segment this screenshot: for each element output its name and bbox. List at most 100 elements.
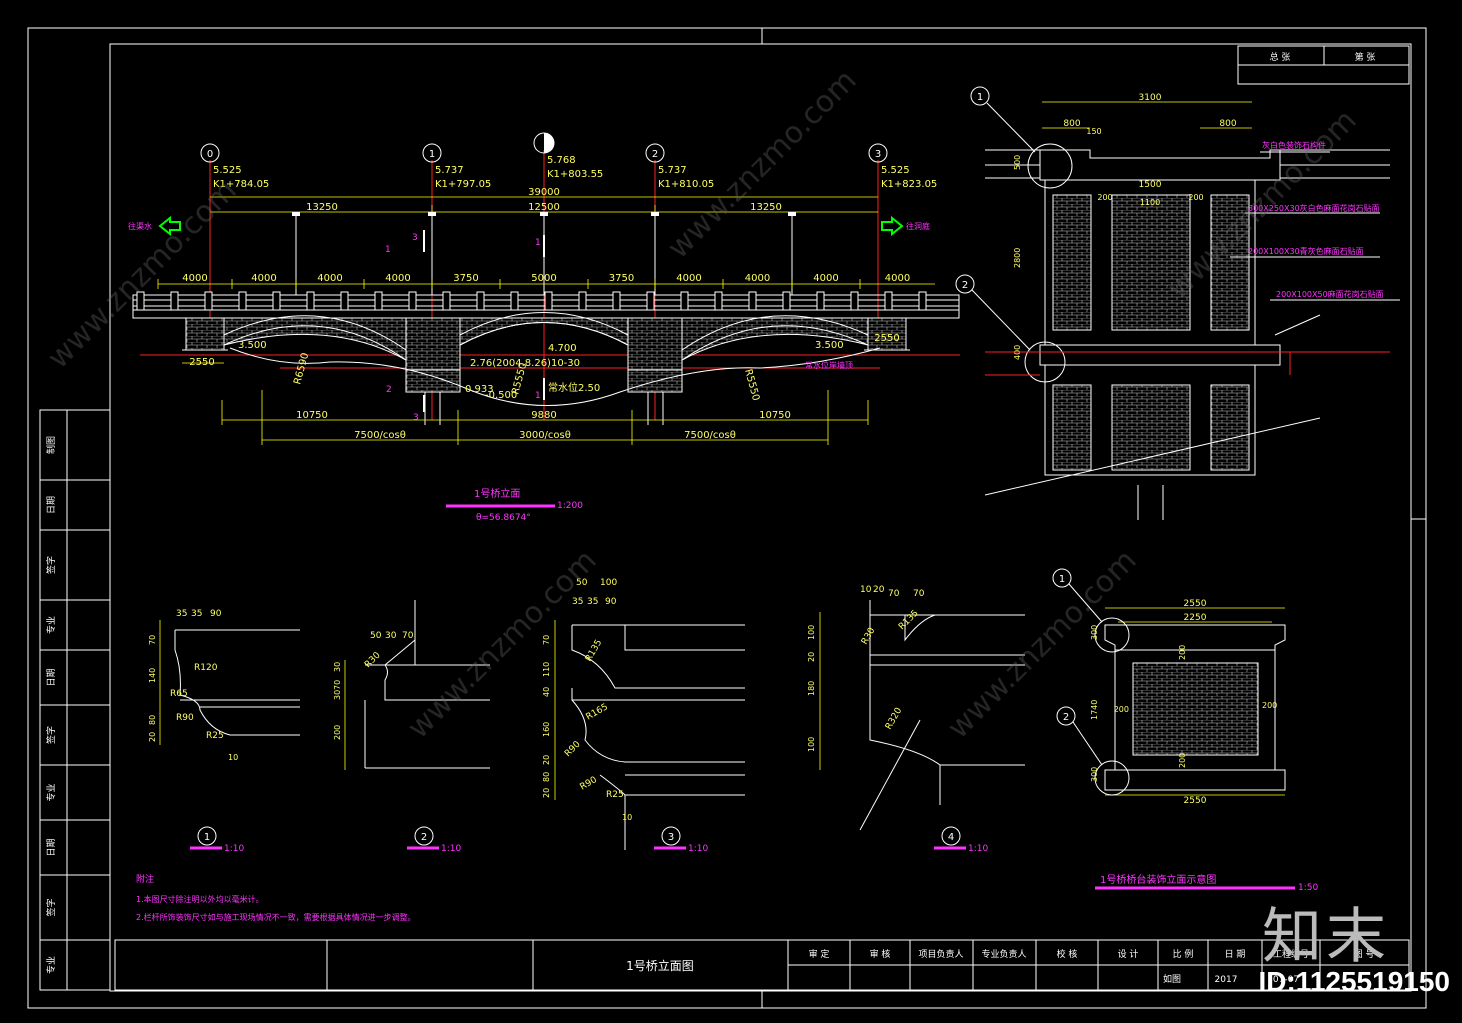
outer-frame — [27, 27, 1427, 1009]
level-bottom: -0.500 — [485, 390, 517, 401]
segment-dim: 4000 — [385, 273, 410, 284]
detail-dim-mid: 1500 — [1139, 180, 1162, 190]
note-2: 2.栏杆所饰装饰尺寸如与施工现场情况不一致，需要根据具体情况进一步调整。 — [136, 912, 416, 922]
p4-dim-e: 100 — [807, 625, 816, 640]
abut-dim-body: 1740 — [1090, 700, 1099, 720]
p3-dim-c: 35 — [572, 597, 583, 607]
p2-radius: R30 — [363, 650, 383, 670]
pier-elev: 5.737 — [658, 165, 687, 176]
notes-heading: 附注 — [136, 873, 154, 885]
rail-post — [646, 291, 655, 311]
abut-width-right: 2550 — [874, 333, 899, 344]
pier-facade-detail: 3100 800 150 800 1500 1100 200 200 500 2… — [955, 86, 1400, 520]
rail-post — [238, 291, 247, 311]
rail-post — [442, 291, 451, 311]
p2-dim-c: 70 — [402, 631, 414, 641]
rail-post — [306, 291, 315, 311]
rail-post — [374, 291, 383, 311]
pier-station: K1+810.05 — [658, 179, 714, 190]
segment-dim: 4000 — [676, 273, 701, 284]
detail-dim-v2: 2800 — [1013, 248, 1022, 268]
detail-dim-right: 800 — [1219, 119, 1236, 129]
abut-dim-g3: 200 — [1262, 701, 1277, 710]
p3-dim-h: 40 — [542, 687, 551, 697]
p3-dim-i: 160 — [542, 722, 551, 737]
bottom-dim-2: 9880 — [531, 410, 556, 421]
pier-marker-id: 1 — [429, 149, 435, 160]
radius-right: R5550 — [742, 368, 761, 402]
watermark-url-4: www.znzmo.com — [401, 543, 604, 746]
right-note: 常水位岸墙顶 — [805, 360, 853, 370]
p3-radius-4: R90 — [579, 775, 600, 793]
date-value: 2017 — [1215, 975, 1238, 985]
p2-number: 2 — [421, 832, 427, 843]
segment-dim: 3750 — [453, 273, 478, 284]
scale-label: 比 例 — [1173, 948, 1194, 960]
level-bed: 0.933 — [465, 384, 494, 395]
lamp-head — [292, 212, 300, 216]
level-left: 3.500 — [238, 340, 267, 351]
rail-post — [850, 291, 859, 311]
rail-post — [510, 291, 519, 311]
pier-elev: 5.525 — [213, 165, 242, 176]
p2-dim-b: 30 — [385, 631, 397, 641]
section-mark-2: 3 — [412, 233, 418, 243]
rail-post — [714, 291, 723, 311]
cos-dim-1: 7500/cosθ — [354, 430, 406, 441]
rail-post — [408, 291, 417, 311]
lamp-head — [651, 212, 659, 216]
detail-note-2: 300X250X30灰白色麻面花岗石贴面 — [1248, 203, 1380, 213]
p3-dim-b: 100 — [600, 578, 617, 588]
p1-radius-4: R25 — [206, 731, 224, 741]
general-notes: 附注 1.本图尺寸除注明以外均以毫米计。 2.栏杆所饰装饰尺寸如与施工现场情况不… — [136, 873, 416, 922]
detail-dim-gap: 150 — [1086, 127, 1101, 136]
p3-dim-l: 20 — [542, 788, 551, 798]
drawing-no-label: 工程编号 — [1273, 948, 1309, 960]
elevation-theta: θ=56.8674° — [476, 513, 531, 523]
p1-dim-f: 80 — [148, 715, 157, 725]
abut-mark-1: 1 — [1059, 574, 1065, 585]
level-crown: 4.700 — [548, 343, 577, 354]
p3-radius-2: R165 — [585, 702, 610, 722]
p3-scale: 1:10 — [688, 844, 708, 854]
p4-radius-2: R135 — [897, 608, 921, 632]
segment-dim: 5000 — [531, 273, 556, 284]
p1-scale: 1:10 — [224, 844, 244, 854]
p1-dim-d: 70 — [148, 635, 157, 645]
rail-post — [340, 291, 349, 311]
detail-dim-inner: 1100 — [1140, 198, 1160, 207]
pier-elev: 5.737 — [435, 165, 464, 176]
lamp-head — [428, 212, 436, 216]
p1-dim-h: 10 — [228, 753, 238, 762]
abut-dim-cap: 300 — [1090, 625, 1099, 640]
water-note: 2.76(2004.8.26)10-30 — [470, 358, 580, 369]
rail-post — [918, 291, 927, 311]
abut-dim-bottom: 2550 — [1184, 796, 1207, 806]
p3-dim-e: 90 — [605, 597, 617, 607]
p1-number: 1 — [204, 832, 210, 843]
total-sheets-label: 总 张 — [1270, 51, 1291, 63]
abut-dim-g1: 200 — [1178, 645, 1187, 660]
strip-label: 专业 — [45, 783, 57, 801]
bottom-dim-3: 10750 — [759, 410, 791, 421]
detail-dim-left: 800 — [1063, 119, 1080, 129]
scale-value: 如图 — [1163, 973, 1181, 985]
p1-dim-b: 35 — [191, 609, 202, 619]
p4-dim-g: 180 — [807, 681, 816, 696]
level-right: 3.500 — [815, 340, 844, 351]
right-direction: 往洞庭 — [906, 221, 930, 231]
p1-dim-a: 35 — [176, 609, 187, 619]
role-design: 设 计 — [1118, 948, 1139, 960]
left-direction: 往渠水 — [128, 221, 152, 231]
detail-dim-top: 3100 — [1139, 93, 1162, 103]
p3-dim-j: 20 — [542, 755, 551, 765]
detail-note-3: 200X100X30青灰色麻面石贴面 — [1248, 246, 1364, 256]
detail-dim-side-r: 200 — [1188, 193, 1203, 202]
rail-post — [204, 291, 213, 311]
p1-dim-c: 90 — [210, 609, 222, 619]
center-elev: 5.768 — [547, 155, 576, 166]
segment-dim: 4000 — [251, 273, 276, 284]
sheet-number-label: 第 张 — [1355, 51, 1376, 63]
cos-dim-3: 7500/cosθ — [684, 430, 736, 441]
